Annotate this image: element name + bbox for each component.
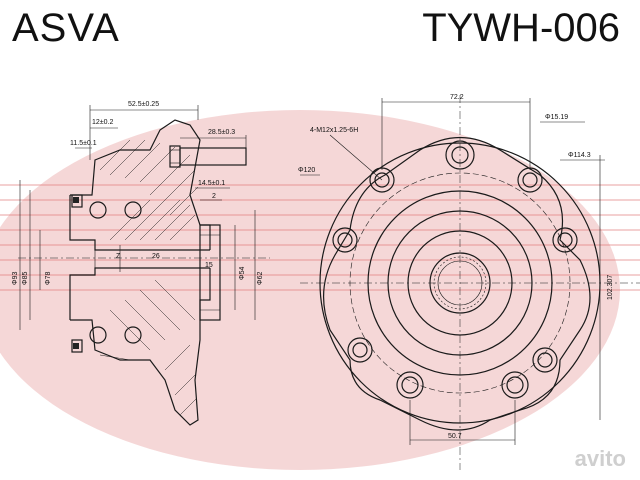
section-view	[18, 105, 270, 426]
dim-50-7: 50.7	[448, 433, 462, 440]
dim-52-5: 52.5±0.25	[128, 101, 159, 108]
front-dimension-labels: 72.2 Φ15.19 4-M12x1.25-6H Φ114.3 Φ120 50…	[298, 94, 614, 440]
dim-72-2: 72.2	[450, 94, 464, 101]
dim-54: Φ54	[239, 267, 246, 280]
watermark-avito-text: avito	[574, 446, 626, 471]
section-dimension-labels: 52.5±0.25 12±0.2 11.5±0.1 28.5±0.3 14.5±…	[12, 101, 264, 285]
dim-85: Φ85	[22, 272, 29, 285]
dim-28-5: 28.5±0.3	[208, 129, 235, 136]
dim-102: 102.307	[607, 275, 614, 300]
dim-78: Φ78	[45, 272, 52, 285]
dim-z: Z	[116, 253, 121, 260]
dim-11-5: 11.5±0.1	[70, 140, 97, 147]
dim-15: 15	[205, 262, 213, 269]
dim-2: 2	[212, 193, 216, 200]
dim-62: Φ62	[257, 272, 264, 285]
watermark	[0, 110, 640, 470]
dim-93: Φ93	[12, 272, 19, 285]
dim-26: 26	[152, 253, 160, 260]
dim-14-5: 14.5±0.1	[198, 180, 225, 187]
part-number: TYWH-006	[422, 6, 620, 50]
dim-m12: 4-M12x1.25-6H	[310, 127, 358, 134]
front-view	[300, 95, 640, 470]
dim-12: 12±0.2	[92, 119, 113, 126]
dim-120: Φ120	[298, 167, 315, 174]
dim-114-3: Φ114.3	[568, 152, 591, 159]
brand-logo-text: ASVA	[12, 6, 120, 50]
dim-15-19: Φ15.19	[545, 114, 568, 121]
